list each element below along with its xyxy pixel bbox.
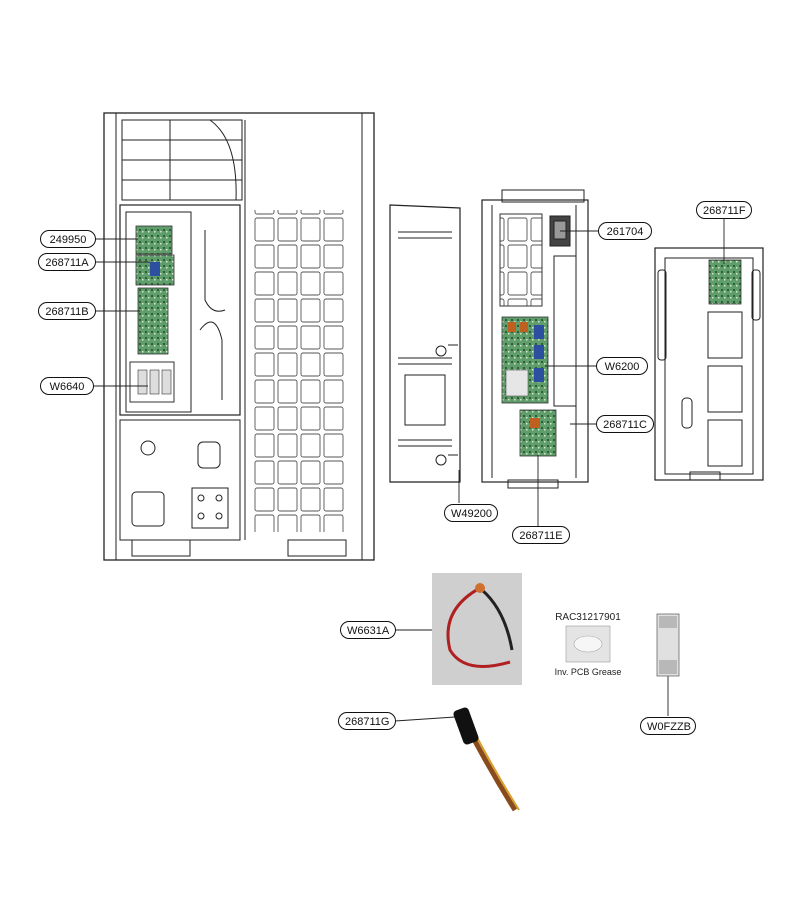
callout-W0FZZB[interactable]: W0FZZB [640, 717, 696, 735]
callout-268711E[interactable]: 268711E [512, 526, 570, 544]
grease-code: RAC31217901 [555, 612, 621, 623]
grease-label: Inv. PCB Grease [554, 667, 622, 677]
inverter-box [481, 189, 589, 489]
268711G-sensor [453, 707, 520, 812]
leader-lines [94, 219, 725, 722]
pcb-268711F [708, 259, 742, 305]
main-unit-pcbs [129, 225, 175, 403]
callout-268711G[interactable]: 268711G [338, 712, 396, 730]
W0FZZB-fuse [656, 613, 680, 677]
W6631A-photo [432, 573, 522, 685]
callout-261704[interactable]: 261704 [598, 222, 652, 240]
grease-package [565, 625, 611, 663]
callout-268711A[interactable]: 268711A [38, 253, 96, 271]
inverter-pcbs [501, 316, 557, 457]
outdoor-unit-frame [654, 247, 764, 481]
callout-268711C[interactable]: 268711C [596, 415, 654, 433]
callout-W49200[interactable]: W49200 [444, 504, 498, 522]
callout-W6631A[interactable]: W6631A [340, 621, 396, 639]
callout-268711B[interactable]: 268711B [38, 302, 96, 320]
outdoor-unit-front [103, 112, 375, 561]
callout-W6200[interactable]: W6200 [596, 357, 648, 375]
callout-W6640[interactable]: W6640 [40, 377, 94, 395]
callout-249950[interactable]: 249950 [40, 230, 96, 248]
side-panel [389, 204, 461, 483]
callout-268711F[interactable]: 268711F [696, 201, 752, 219]
